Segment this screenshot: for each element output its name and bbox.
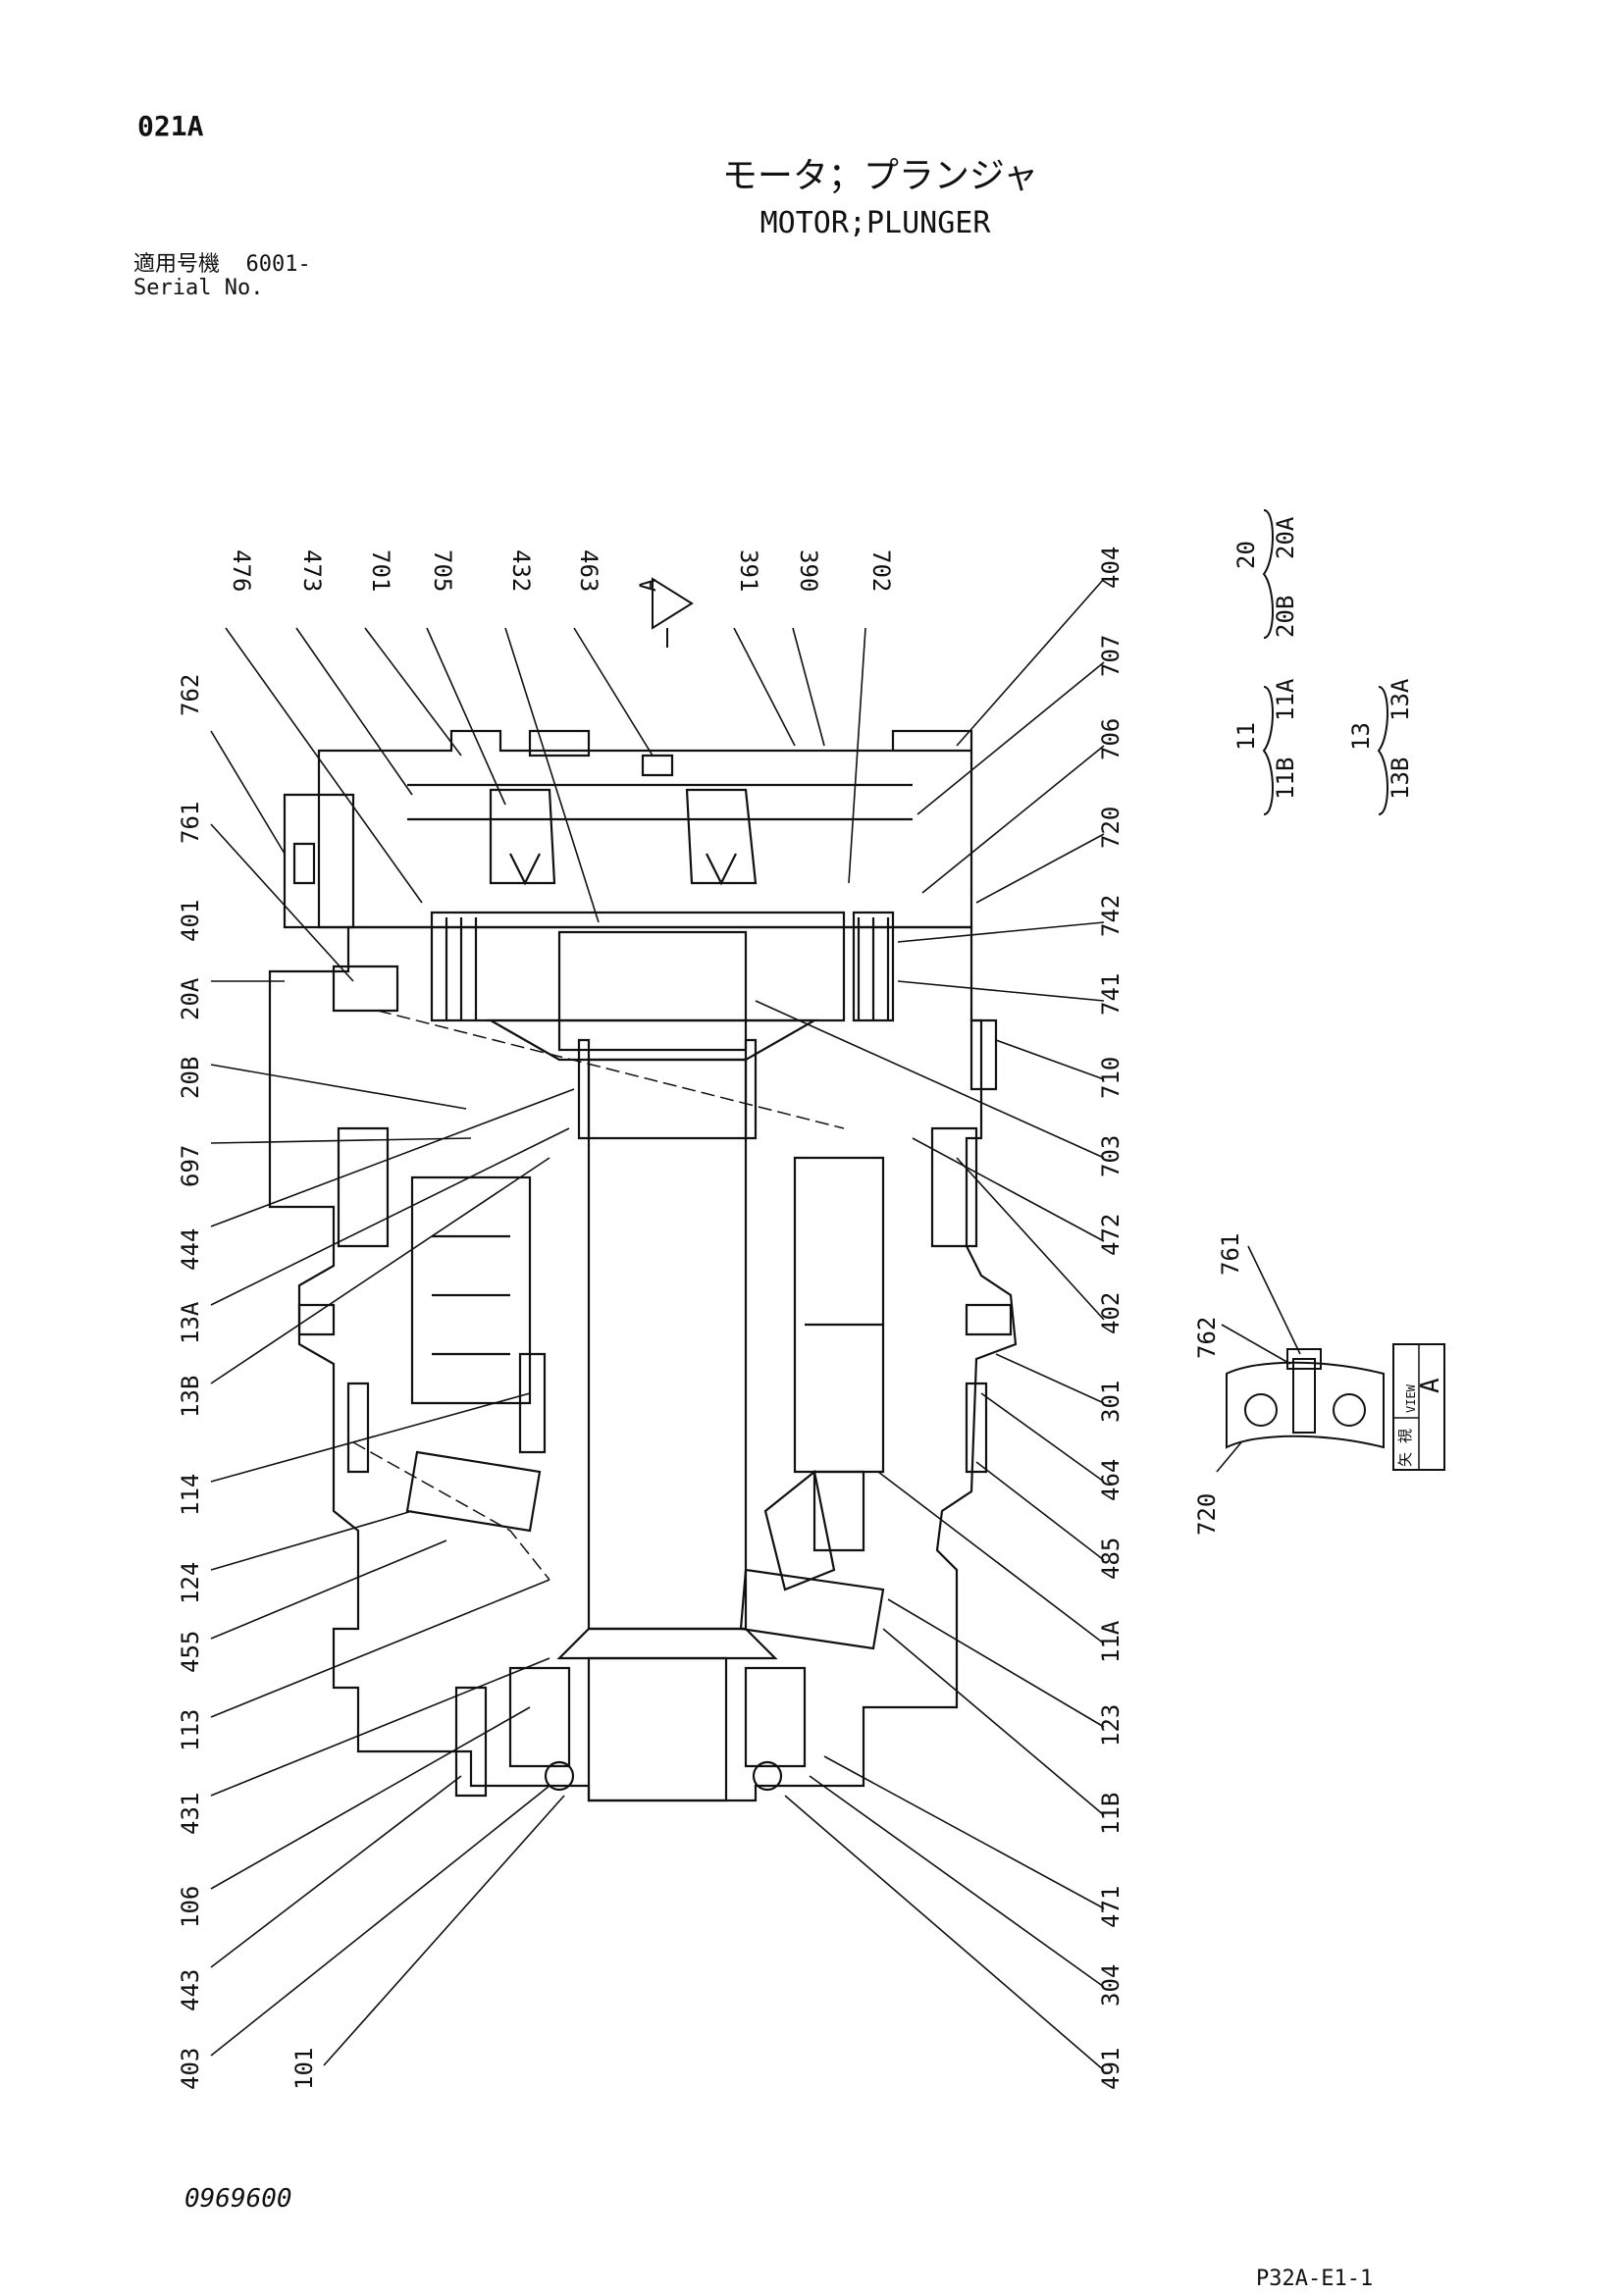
callout-391: 391 <box>735 549 762 592</box>
view-arrow-label: A <box>637 579 661 592</box>
callout-402: 402 <box>1097 1292 1125 1334</box>
callout-476: 476 <box>228 549 255 592</box>
serial-row-jp: 適用号機 6001- <box>133 253 311 277</box>
group-brackets: 20 20A 20B 11 11A 11B 13 13A 13B <box>1232 509 1414 815</box>
callout-742: 742 <box>1097 895 1125 937</box>
callout-432: 432 <box>507 549 535 592</box>
view-a-detail: 761 762 720 矢 視 VIEW A <box>1193 1233 1445 1536</box>
callout-403: 403 <box>177 2048 204 2090</box>
callout-455: 455 <box>177 1631 204 1673</box>
callout-106: 106 <box>177 1886 204 1928</box>
callouts-right: 404 707 706 720 742 741 710 703 472 402 … <box>1097 547 1125 2090</box>
group-11: 11 11A 11B <box>1232 678 1299 815</box>
callout-113: 113 <box>177 1709 204 1751</box>
callout-720: 720 <box>1097 807 1125 849</box>
serial-label-en: Serial No. <box>133 276 264 300</box>
serial-label-jp: 適用号機 <box>133 252 221 277</box>
group-20-child-a: 20A <box>1272 516 1299 559</box>
title-japanese: モータ；プランジャ <box>721 156 1039 196</box>
callout-401: 401 <box>177 900 204 942</box>
callout-463: 463 <box>575 549 602 592</box>
callout-13b: 13B <box>177 1376 204 1418</box>
callout-701: 701 <box>367 549 394 592</box>
sheet-code: P32A-E1-1 <box>1256 2267 1374 2291</box>
callout-124: 124 <box>177 1562 204 1604</box>
group-20: 20 20A 20B <box>1232 509 1299 639</box>
group-13-child-b: 13B <box>1387 757 1414 800</box>
callout-705: 705 <box>429 549 456 592</box>
callout-101: 101 <box>290 2048 318 2090</box>
callout-13a: 13A <box>177 1301 204 1344</box>
callout-444: 444 <box>177 1228 204 1271</box>
callout-431: 431 <box>177 1793 204 1835</box>
group-13-parent: 13 <box>1347 722 1375 751</box>
group-11-child-b: 11B <box>1272 757 1299 800</box>
callout-697: 697 <box>177 1145 204 1187</box>
view-a-callout-762: 762 <box>1193 1317 1221 1359</box>
callout-472: 472 <box>1097 1214 1125 1256</box>
view-arrow-a: A <box>637 577 694 648</box>
group-20-parent: 20 <box>1232 541 1260 569</box>
callout-114: 114 <box>177 1474 204 1516</box>
group-13: 13 13A 13B <box>1347 678 1414 815</box>
serial-block: 適用号機 6001- Serial No. <box>133 253 311 300</box>
callout-702: 702 <box>867 549 895 592</box>
page-code: 021A <box>137 110 204 142</box>
callout-473: 473 <box>298 549 326 592</box>
callout-741: 741 <box>1097 973 1125 1016</box>
callout-762: 762 <box>177 674 204 716</box>
callout-706: 706 <box>1097 718 1125 760</box>
view-a-box-letter: A <box>1416 1378 1445 1393</box>
group-13-child-a: 13A <box>1387 678 1414 721</box>
view-a-callout-761: 761 <box>1217 1233 1244 1276</box>
view-a-callout-720: 720 <box>1193 1493 1221 1536</box>
view-a-box-en: VIEW <box>1404 1383 1418 1413</box>
group-20-child-b: 20B <box>1272 596 1299 638</box>
view-a-box: 矢 視 VIEW A <box>1392 1343 1445 1471</box>
callout-707: 707 <box>1097 635 1125 677</box>
document-number: 0969600 <box>184 2184 292 2214</box>
motor-body <box>268 729 1018 1802</box>
callout-761: 761 <box>177 802 204 844</box>
group-11-parent: 11 <box>1232 722 1260 751</box>
callouts-left: 476 473 701 705 432 463 391 390 702 762 … <box>177 549 895 2090</box>
group-11-child-a: 11A <box>1272 678 1299 721</box>
callout-20b: 20B <box>177 1057 204 1099</box>
callout-443: 443 <box>177 1969 204 2011</box>
hidden-lines <box>352 1010 845 1581</box>
title-english: MOTOR;PLUNGER <box>759 206 991 240</box>
view-a-box-jp: 矢 視 <box>1396 1429 1414 1467</box>
leader-lines <box>210 578 1105 2071</box>
callout-20a: 20A <box>177 977 204 1020</box>
serial-value: 6001- <box>245 252 311 277</box>
callout-390: 390 <box>795 549 822 592</box>
